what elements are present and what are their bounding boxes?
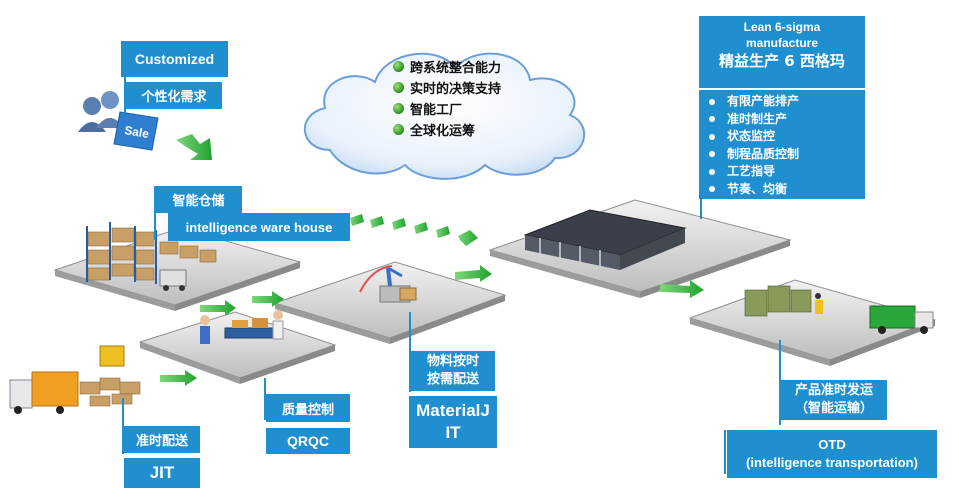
robot-arm-illustration <box>359 265 417 303</box>
lean-practices-list: 有限产能排产 准时制生产 状态监控 制程品质控制 工艺指导 节奏、均衡 <box>699 90 865 199</box>
material-on-time-label: 物料按时 按需配送 <box>411 351 495 391</box>
label-connector <box>700 199 702 219</box>
cloud-item: 智能工厂 <box>393 98 573 119</box>
qrqc-label: QRQC <box>266 428 350 454</box>
list-item: 状态监控 <box>709 128 865 146</box>
jit-en-label: JIT <box>124 458 200 488</box>
arrow-material-to-production <box>455 265 492 282</box>
label-connector <box>122 398 124 454</box>
production-line-illustration <box>523 209 687 270</box>
otd-line2: (intelligence transportation) <box>746 455 918 470</box>
jit-truck-illustration <box>9 345 141 414</box>
material-cn-line1: 物料按时 <box>426 354 479 369</box>
smart-storage-label: 智能仓储 <box>155 186 242 213</box>
platform-quality <box>138 311 337 384</box>
material-en-line1: MaterialJ <box>416 401 490 420</box>
platform-warehouse <box>53 227 302 311</box>
list-item: 节奏、均衡 <box>709 181 865 199</box>
arrow-jit-to-quality <box>160 370 197 386</box>
bullet-icon <box>709 116 715 123</box>
dashed-arrow-warehouse-to-production <box>350 214 478 246</box>
flow-arrows <box>160 134 704 386</box>
label-connector <box>154 186 156 240</box>
arrow-production-to-shipping <box>660 280 704 298</box>
sale-tag-text: Sale <box>123 123 150 141</box>
cloud-item: 全球化运筹 <box>393 119 573 140</box>
quality-workers-illustration <box>200 310 284 344</box>
arrow-quality-to-material <box>252 291 284 307</box>
cloud-shape <box>304 52 586 180</box>
personalized-demand-label: 个性化需求 <box>126 82 222 109</box>
otd-label: OTD (intelligence transportation) <box>727 430 937 478</box>
label-connector <box>264 378 266 420</box>
material-cn-line2: 按需配送 <box>426 372 479 387</box>
customized-label: Customized <box>121 41 228 77</box>
lean-title-en-1: Lean 6-sigma <box>743 20 821 34</box>
arrow-quality-to-warehouse <box>200 300 236 316</box>
green-bullet-icon <box>393 103 404 114</box>
bullet-icon <box>709 98 715 105</box>
lean-six-sigma-title: Lean 6-sigma manufacture 精益生产 6 西格玛 <box>699 16 865 88</box>
bullet-icon <box>709 151 715 158</box>
shipping-illustration <box>744 285 934 334</box>
otd-line1: OTD <box>818 437 846 452</box>
lean-title-cn: 精益生产 6 西格玛 <box>719 52 845 70</box>
cloud-capabilities: 跨系统整合能力 实时的决策支持 智能工厂 全球化运筹 <box>393 56 573 140</box>
label-connector <box>724 430 726 474</box>
material-en-line2: IT <box>445 423 461 442</box>
label-connector <box>409 312 411 392</box>
jit-cn-label: 准时配送 <box>124 426 200 453</box>
cloud-item: 实时的决策支持 <box>393 77 573 98</box>
bullet-icon <box>709 186 715 193</box>
product-cn-line2: （智能运输） <box>794 401 873 416</box>
green-bullet-icon <box>393 124 404 135</box>
product-cn-line1: 产品准时发运 <box>794 383 873 398</box>
bullet-icon <box>709 168 715 175</box>
quality-control-label: 质量控制 <box>266 394 350 422</box>
green-bullet-icon <box>393 82 404 93</box>
lean-title-en-2: manufacture <box>745 36 819 50</box>
label-connector <box>779 340 781 425</box>
green-bullet-icon <box>393 61 404 72</box>
intelligence-warehouse-label: intelligence ware house <box>168 213 350 241</box>
list-item: 准时制生产 <box>709 111 865 129</box>
product-shipping-label: 产品准时发运 （智能运输） <box>781 380 887 420</box>
list-item: 制程品质控制 <box>709 146 865 164</box>
list-item: 工艺指导 <box>709 163 865 181</box>
bullet-icon <box>709 133 715 140</box>
cloud-item: 跨系统整合能力 <box>393 56 573 77</box>
material-jit-label: MaterialJ IT <box>409 396 497 448</box>
label-connector <box>124 77 126 113</box>
list-item: 有限产能排产 <box>709 93 865 111</box>
warehouse-shelves-illustration <box>86 222 217 291</box>
arrow-customer-to-warehouse <box>176 134 212 160</box>
customers-icon <box>78 91 159 151</box>
